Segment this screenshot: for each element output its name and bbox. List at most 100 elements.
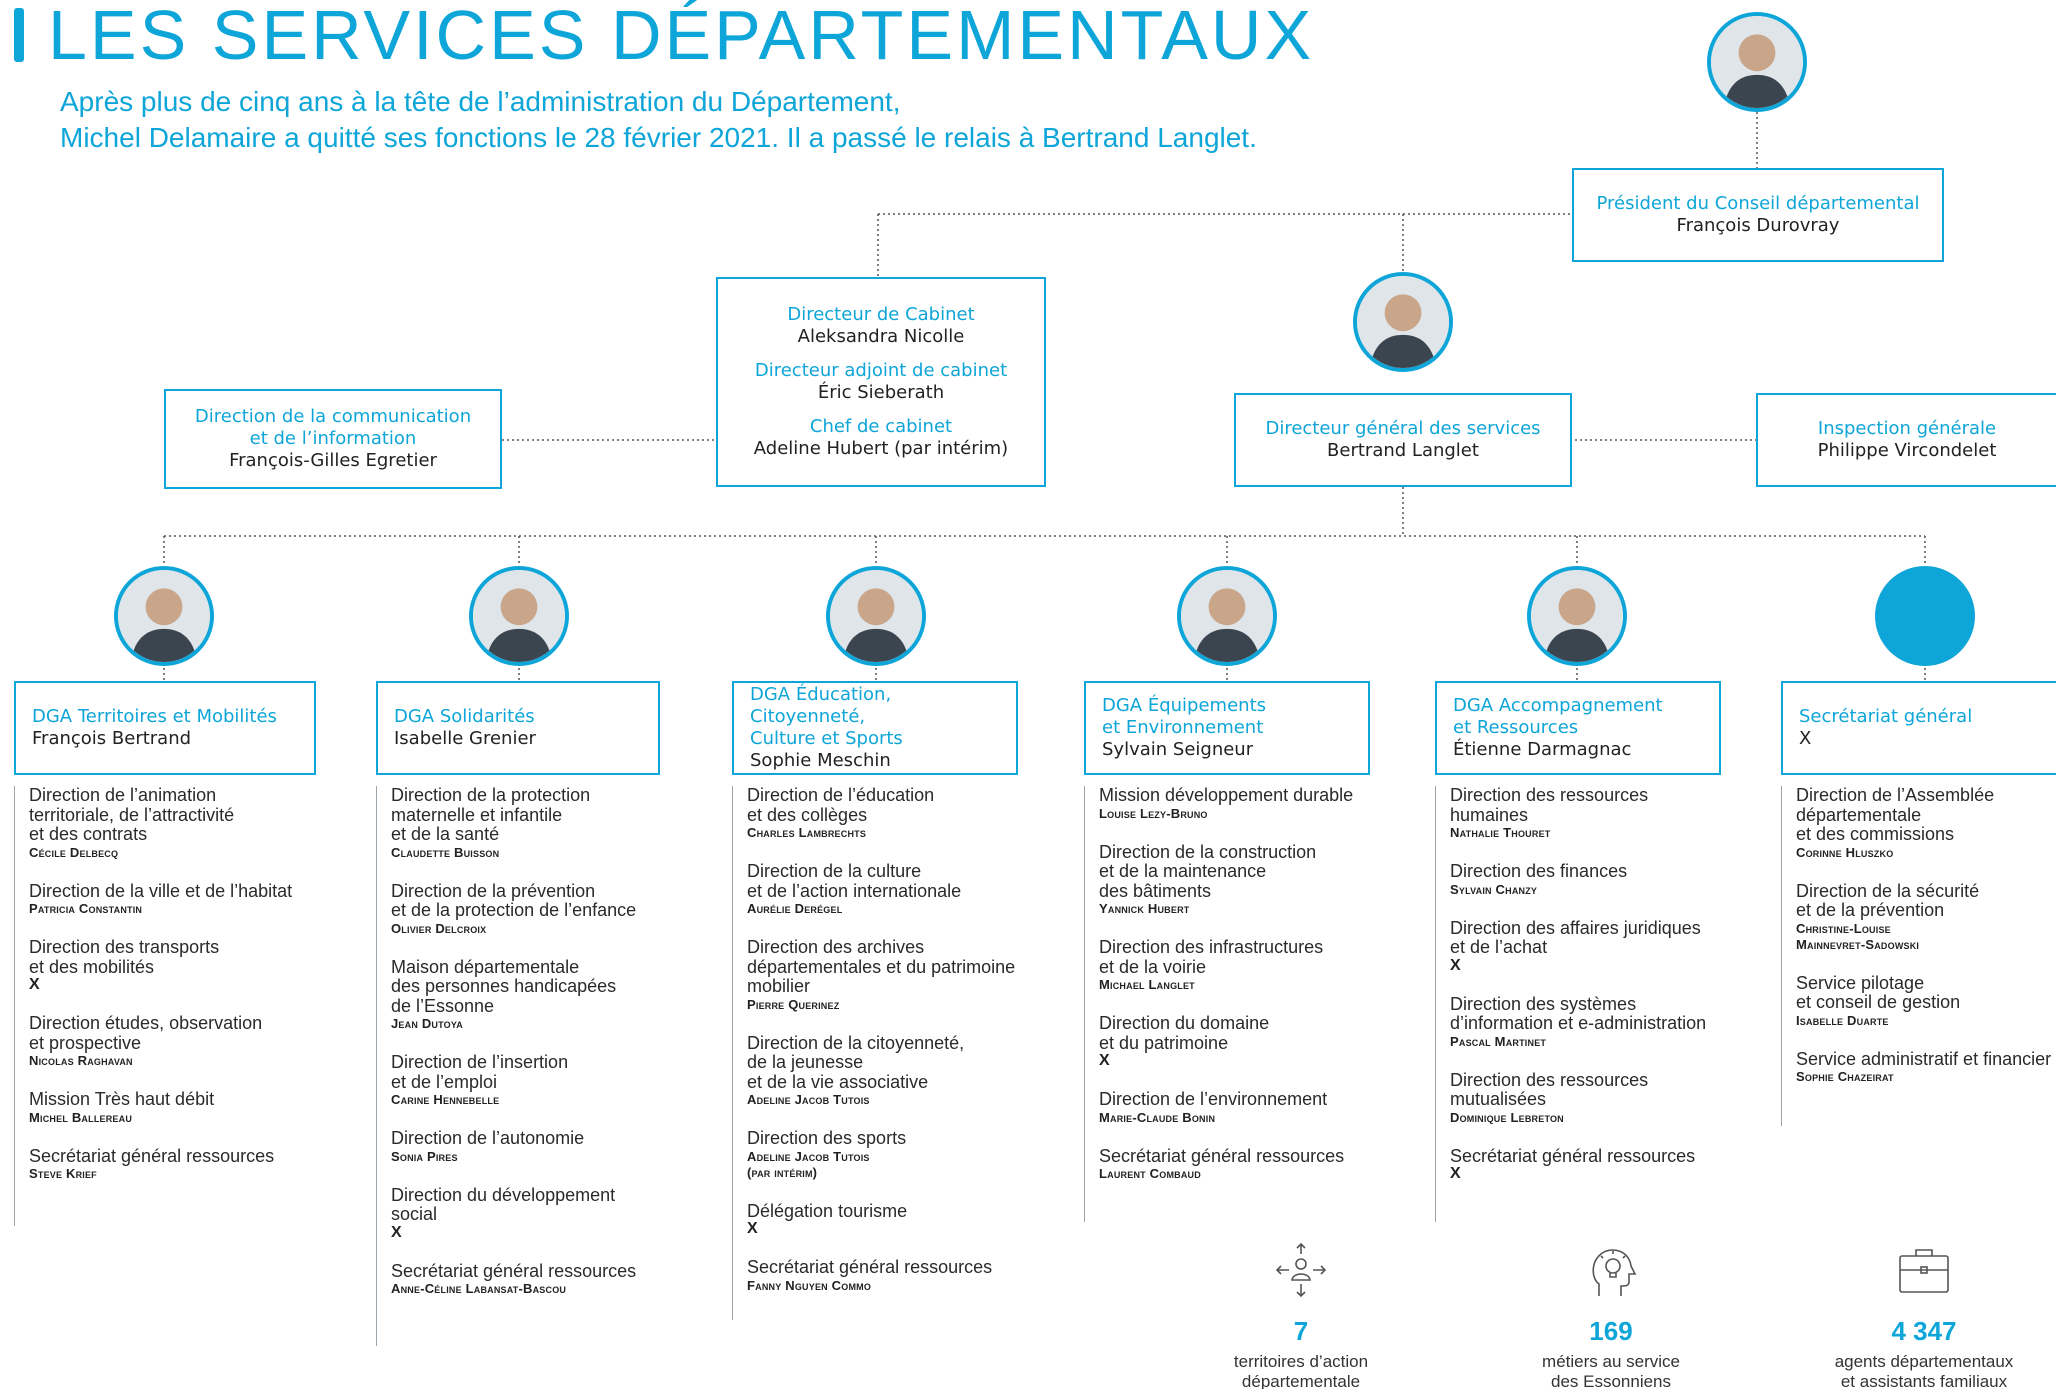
directorate-head: X [29,976,40,993]
dga-photo [469,566,569,666]
directorate-item: Direction de la protection maternelle et… [391,785,716,861]
directorate-name: Délégation tourisme [747,1200,908,1221]
president-box: Président du Conseil départemental Franç… [1572,168,1944,262]
intro-text: Après plus de cinq ans à la tête de l’ad… [60,84,1257,156]
directorate-head: X [1450,1165,1461,1182]
dga-role: DGA Territoires et Mobilités [32,706,277,727]
directorate-head: Claudette Buisson [391,844,500,860]
directorate-head: Marie-Claude Bonin [1099,1109,1216,1125]
directorate-item: Direction des systèmes d’information et … [1450,993,1775,1050]
directorate-head: Cécile Delbecq [29,844,119,860]
directorate-name: Direction de l’insertion et de l’emploi [391,1052,569,1092]
president-role: Président du Conseil départemental [1596,193,1920,214]
directorate-head: Dominique Lebreton [1450,1109,1564,1125]
cabinet-entry: Directeur adjoint de cabinet Éric Sieber… [755,360,1007,404]
directorate-head: Jean Dutoya [391,1016,463,1031]
directorate-name: Direction de l’animation territoriale, d… [29,785,235,844]
directorate-name: Direction des ressources mutualisées [1450,1069,1649,1109]
directorate-head: Adeline Jacob Tutois [747,1092,870,1107]
directorate-name: Direction études, observation et prospec… [29,1013,263,1053]
dga-box: DGA Accompagnement et Ressources Étienne… [1435,681,1721,775]
dga-box: Secrétariat général X [1781,681,2056,775]
directorate-head: Nicolas Raghavan [29,1053,133,1068]
directorate-head: Charles Lambrechts [747,825,867,840]
dga-photo [1527,566,1627,666]
directorate-head: Olivier Delcroix [391,920,487,936]
directorate-name: Service pilotage et conseil de gestion [1796,972,1961,1012]
directorate-name: Direction de l’environnement [1099,1089,1328,1109]
directorate-head: Sonia Pires [391,1148,458,1164]
directorate-name: Direction des finances [1450,861,1628,881]
directorate-item: Direction de la culture et de l’action i… [747,861,1072,917]
directorate-head: Louise Lezy-Bruno [1099,805,1208,821]
directorate-head: Pascal Martinet [1450,1033,1547,1049]
dga-role: DGA Accompagnement et Ressources [1453,695,1663,738]
directorate-head: Aurélie Derégel [747,901,843,916]
directorate-head: Patricia Constantin [29,901,143,916]
cabinet-person: Aleksandra Nicolle [797,326,965,347]
directorate-name: Direction de la prévention et de la prot… [391,880,637,920]
directorate-head: Anne-Céline Labansat-Bascou [391,1281,567,1296]
inspection-person: Philippe Vircondelet [1817,440,1997,461]
directorate-head: Fanny Nguyen Commo [747,1277,872,1293]
directorate-name: Direction des transports et des mobilité… [29,937,220,977]
dgs-box: Directeur général des services Bertrand … [1234,393,1572,487]
dgs-person: Bertrand Langlet [1327,440,1479,461]
directorate-name: Direction de l’éducation et des collèges [747,785,935,825]
directorate-item: Direction de l’Assemblée départementale … [1796,785,2056,861]
cabinet-box: Directeur de Cabinet Aleksandra Nicolle … [716,277,1046,487]
dga-photo [114,566,214,666]
cabinet-role: Chef de cabinet [809,416,953,437]
dga-role: DGA Équipements et Environnement [1102,695,1267,738]
directorate-item: Direction de la sécurité et de la préven… [1796,881,2056,953]
communication-role-line-1: Direction de la communication [194,406,472,427]
dga-photo [1177,566,1277,666]
directorate-name: Secrétariat général ressources [747,1257,993,1277]
president-name: François Durovray [1676,215,1840,236]
directorate-item: Direction des transports et des mobilité… [29,937,344,993]
directorate-name: Secrétariat général ressources [1099,1145,1345,1166]
stat-value: 4 347 [1891,1316,1957,1346]
dga-role: DGA Éducation, Citoyenneté, Culture et S… [750,684,903,749]
directorate-item: Direction de la prévention et de la prot… [391,880,716,937]
directorate-item: Direction des affaires juridiques et de … [1450,917,1775,974]
directorate-name: Direction des affaires juridiques et de … [1450,917,1701,957]
cabinet-person: Adeline Hubert (par intérim) [753,438,1009,459]
directorate-head: Carine Hennebelle [391,1092,500,1107]
directorate-name: Secrétariat général ressources [29,1145,275,1166]
page-title: LES SERVICES DÉPARTEMENTAUX [48,0,1315,74]
directorate-name: Direction de la construction et de la ma… [1099,841,1317,901]
directorate-name: Direction des systèmes d’information et … [1450,993,1707,1033]
directorate-head: X [391,1223,402,1241]
directorate-name: Direction des ressources humaines [1450,785,1649,825]
directorate-item: Direction de la citoyenneté, de la jeune… [747,1033,1072,1109]
directorate-head: Yannick Hubert [1099,901,1190,916]
directorate-head: Michel Ballereau [29,1109,133,1125]
dga-person: Étienne Darmagnac [1453,739,1632,760]
directorate-name: Direction des archives départementales e… [747,937,1016,996]
dga-role: Secrétariat général [1799,706,1973,727]
directorate-list: Direction de la protection maternelle et… [376,785,716,1346]
directorate-head: Nathalie Thouret [1450,825,1551,840]
dga-person: Sylvain Seigneur [1102,739,1254,760]
communication-role-line-2: et de l’information [249,428,417,449]
inspection-role: Inspection générale [1817,418,1997,439]
directorate-head: X [1099,1052,1110,1069]
stat-label: agents départementaux et assistants fami… [1834,1352,2014,1389]
stat-value: 7 [1293,1316,1309,1346]
